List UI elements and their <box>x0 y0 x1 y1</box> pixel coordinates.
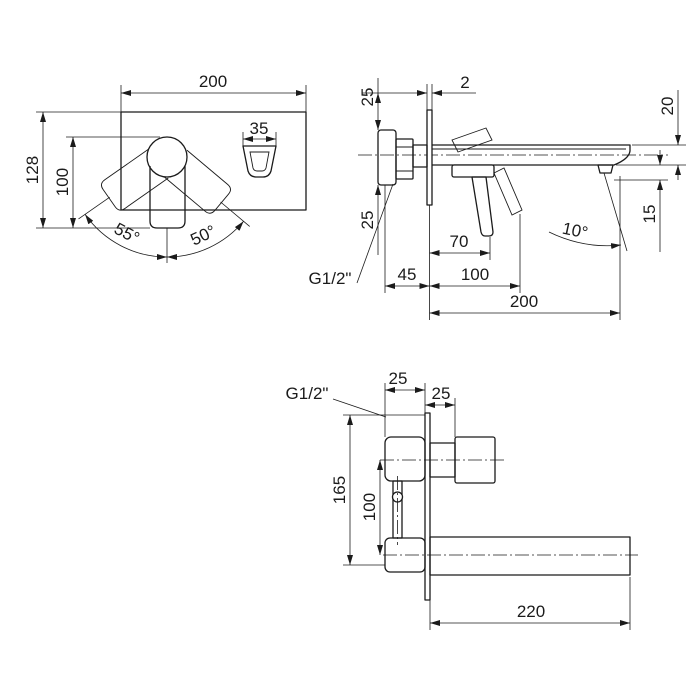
spout-outlet <box>242 145 277 178</box>
dim-label-lower-offset: 25 <box>358 211 377 230</box>
dim-label-outlet-drop: 15 <box>640 205 659 224</box>
dim-label-body: 25 <box>389 369 408 388</box>
front-view: 200 128 100 55° 50° 35 <box>23 72 307 263</box>
dim-label-angle: 10° <box>561 219 590 243</box>
dim-label-lever: 70 <box>450 232 469 251</box>
dim-label-spout-length: 220 <box>517 602 545 621</box>
thread-leader-line <box>332 398 387 418</box>
dim-label-handle-reach: 100 <box>461 265 489 284</box>
wall-plate <box>424 412 431 601</box>
dim-label-spout-reach: 200 <box>510 292 538 311</box>
valve-body <box>384 436 426 482</box>
top-view: 25 25 G1/2" 165 100 220 <box>286 369 638 630</box>
dim-label-outlet: 35 <box>250 119 269 138</box>
wall-plate <box>120 111 307 211</box>
lever-position-right <box>164 149 231 214</box>
angle-radial-line-left <box>78 196 110 220</box>
dim-label-handle-height: 100 <box>53 168 72 196</box>
body-cap <box>377 129 397 186</box>
angle-arc-right <box>166 221 244 260</box>
side-view: 25 2 20 15 10° 25 70 45 <box>309 73 686 320</box>
dim-label-cartridge: 25 <box>432 384 451 403</box>
dim-label-plate: 2 <box>460 73 469 92</box>
body-nut <box>395 138 414 180</box>
thread-label: G1/2" <box>309 269 352 288</box>
thread-label: G1/2" <box>286 384 329 403</box>
dim-label-height: 128 <box>23 156 42 184</box>
angle-arc-left <box>84 214 168 260</box>
angle-radial-line-right <box>220 201 250 227</box>
spout <box>432 144 631 166</box>
body-neck <box>412 144 428 168</box>
dim-label-center-distance: 100 <box>360 493 379 521</box>
dim-label-top-offset: 25 <box>358 88 377 107</box>
dim-label-total-height: 165 <box>330 476 349 504</box>
angle-line <box>603 172 628 252</box>
thread-leader-line <box>356 183 394 284</box>
wall-plate <box>426 109 433 206</box>
dim-label-body-depth: 45 <box>398 265 417 284</box>
handle-lever <box>149 166 186 229</box>
handle-hub <box>146 136 188 178</box>
spout-aerator <box>597 164 614 174</box>
lever-position-left <box>101 149 169 211</box>
handle-lever <box>471 176 494 237</box>
dim-label-width: 200 <box>199 72 227 91</box>
handle-position-right <box>493 167 523 216</box>
handle-base <box>451 164 495 178</box>
spout <box>429 536 631 576</box>
angle-arc <box>548 231 622 250</box>
dim-label-spout-height: 20 <box>658 97 677 116</box>
aerator <box>249 151 270 172</box>
dim-label-angle-left: 55° <box>111 219 143 248</box>
handle-position-up <box>451 127 493 153</box>
